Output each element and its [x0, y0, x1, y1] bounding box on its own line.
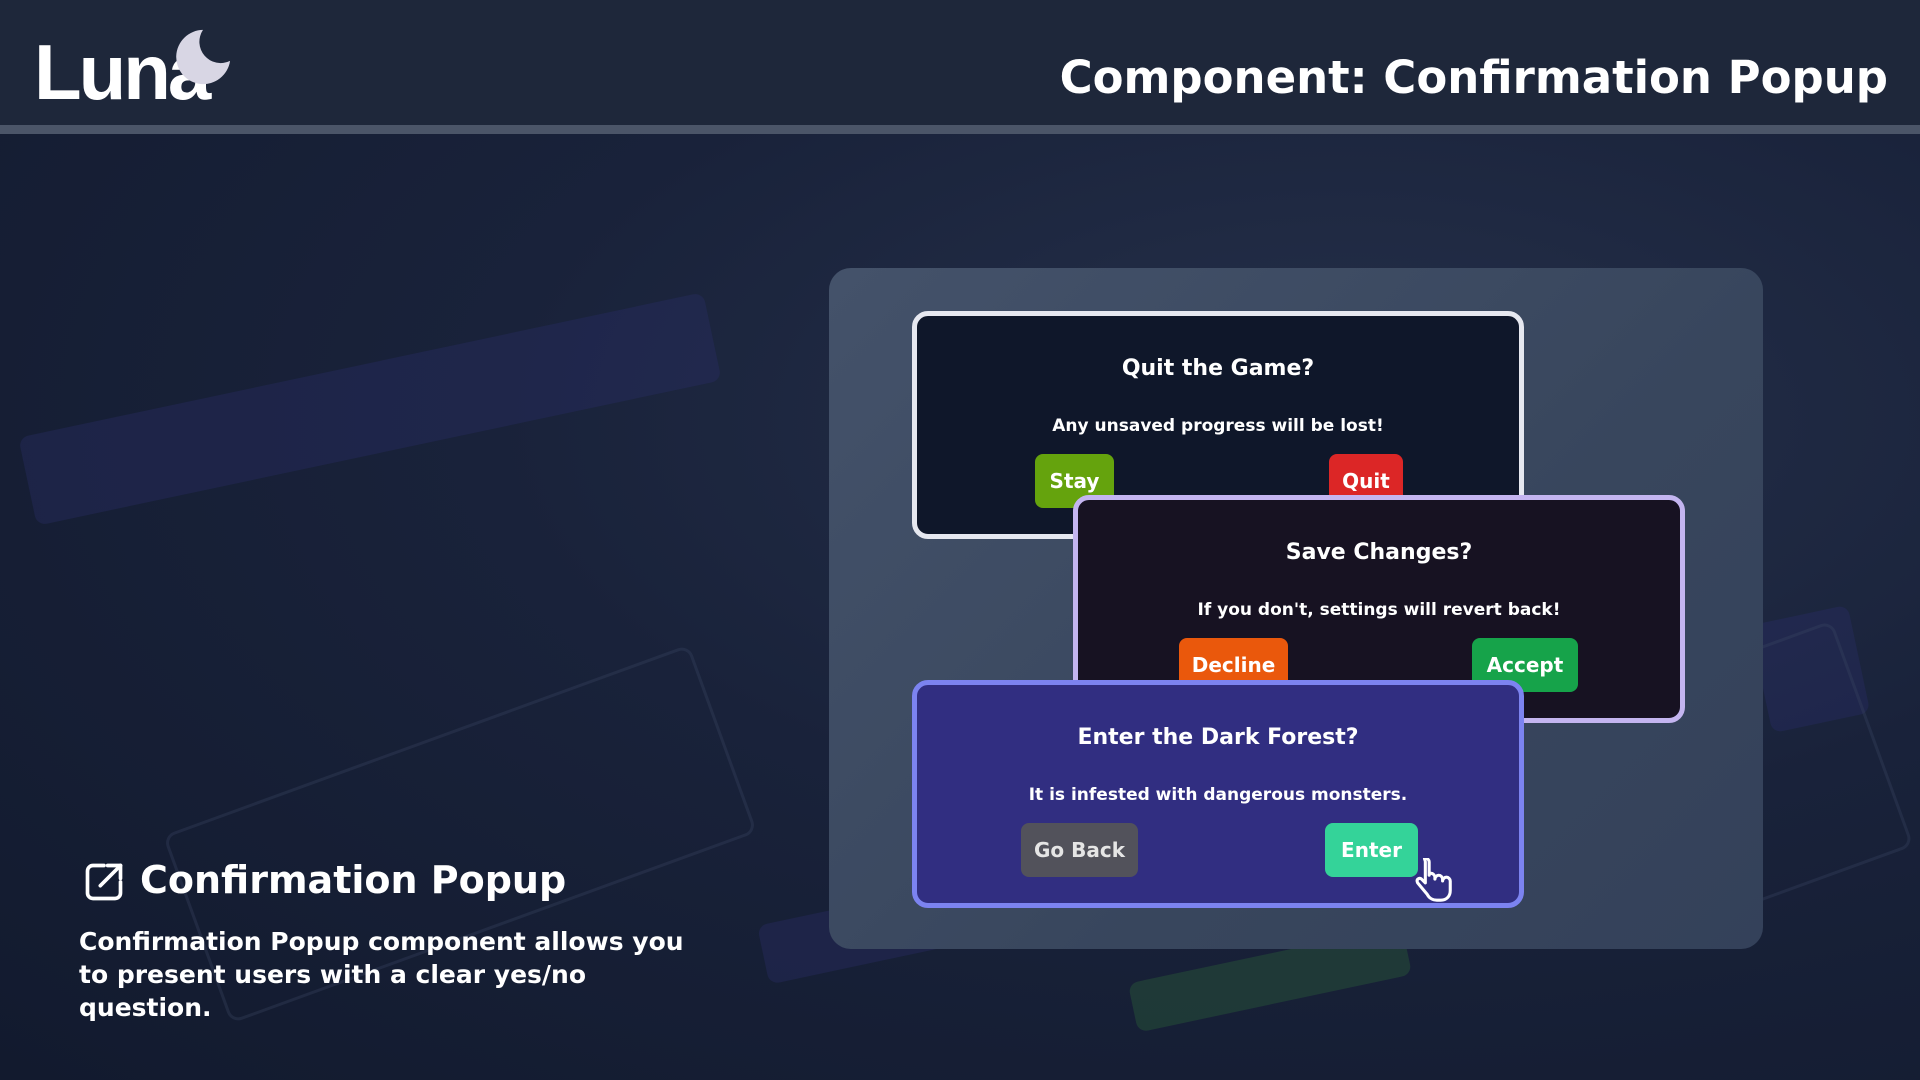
section-description: Confirmation Popup component allows you …	[79, 927, 684, 1022]
header-divider	[0, 125, 1920, 134]
go-back-button[interactable]: Go Back	[1021, 823, 1138, 877]
bg-shape	[18, 292, 722, 526]
popup-title: Enter the Dark Forest?	[1077, 725, 1359, 750]
dark-forest-popup: Enter the Dark Forest? It is infested wi…	[912, 680, 1524, 908]
stay-button[interactable]: Stay	[1035, 454, 1114, 508]
hand-cursor-icon	[1415, 858, 1452, 902]
popup-message: If you don't, settings will revert back!	[1197, 600, 1561, 620]
external-link-icon[interactable]	[82, 860, 126, 904]
section-title: Confirmation Popup	[140, 858, 567, 902]
header: Luna Component: Confirmation Popup	[0, 0, 1920, 125]
enter-button[interactable]: Enter	[1325, 823, 1418, 877]
luna-logo: Luna	[34, 28, 234, 112]
moon-icon	[176, 29, 231, 85]
popup-message: Any unsaved progress will be lost!	[1052, 416, 1384, 436]
popup-message: It is infested with dangerous monsters.	[1028, 785, 1408, 805]
page-title: Component: Confirmation Popup	[1059, 51, 1888, 104]
popup-title: Quit the Game?	[1121, 356, 1315, 381]
popup-title: Save Changes?	[1285, 540, 1473, 565]
